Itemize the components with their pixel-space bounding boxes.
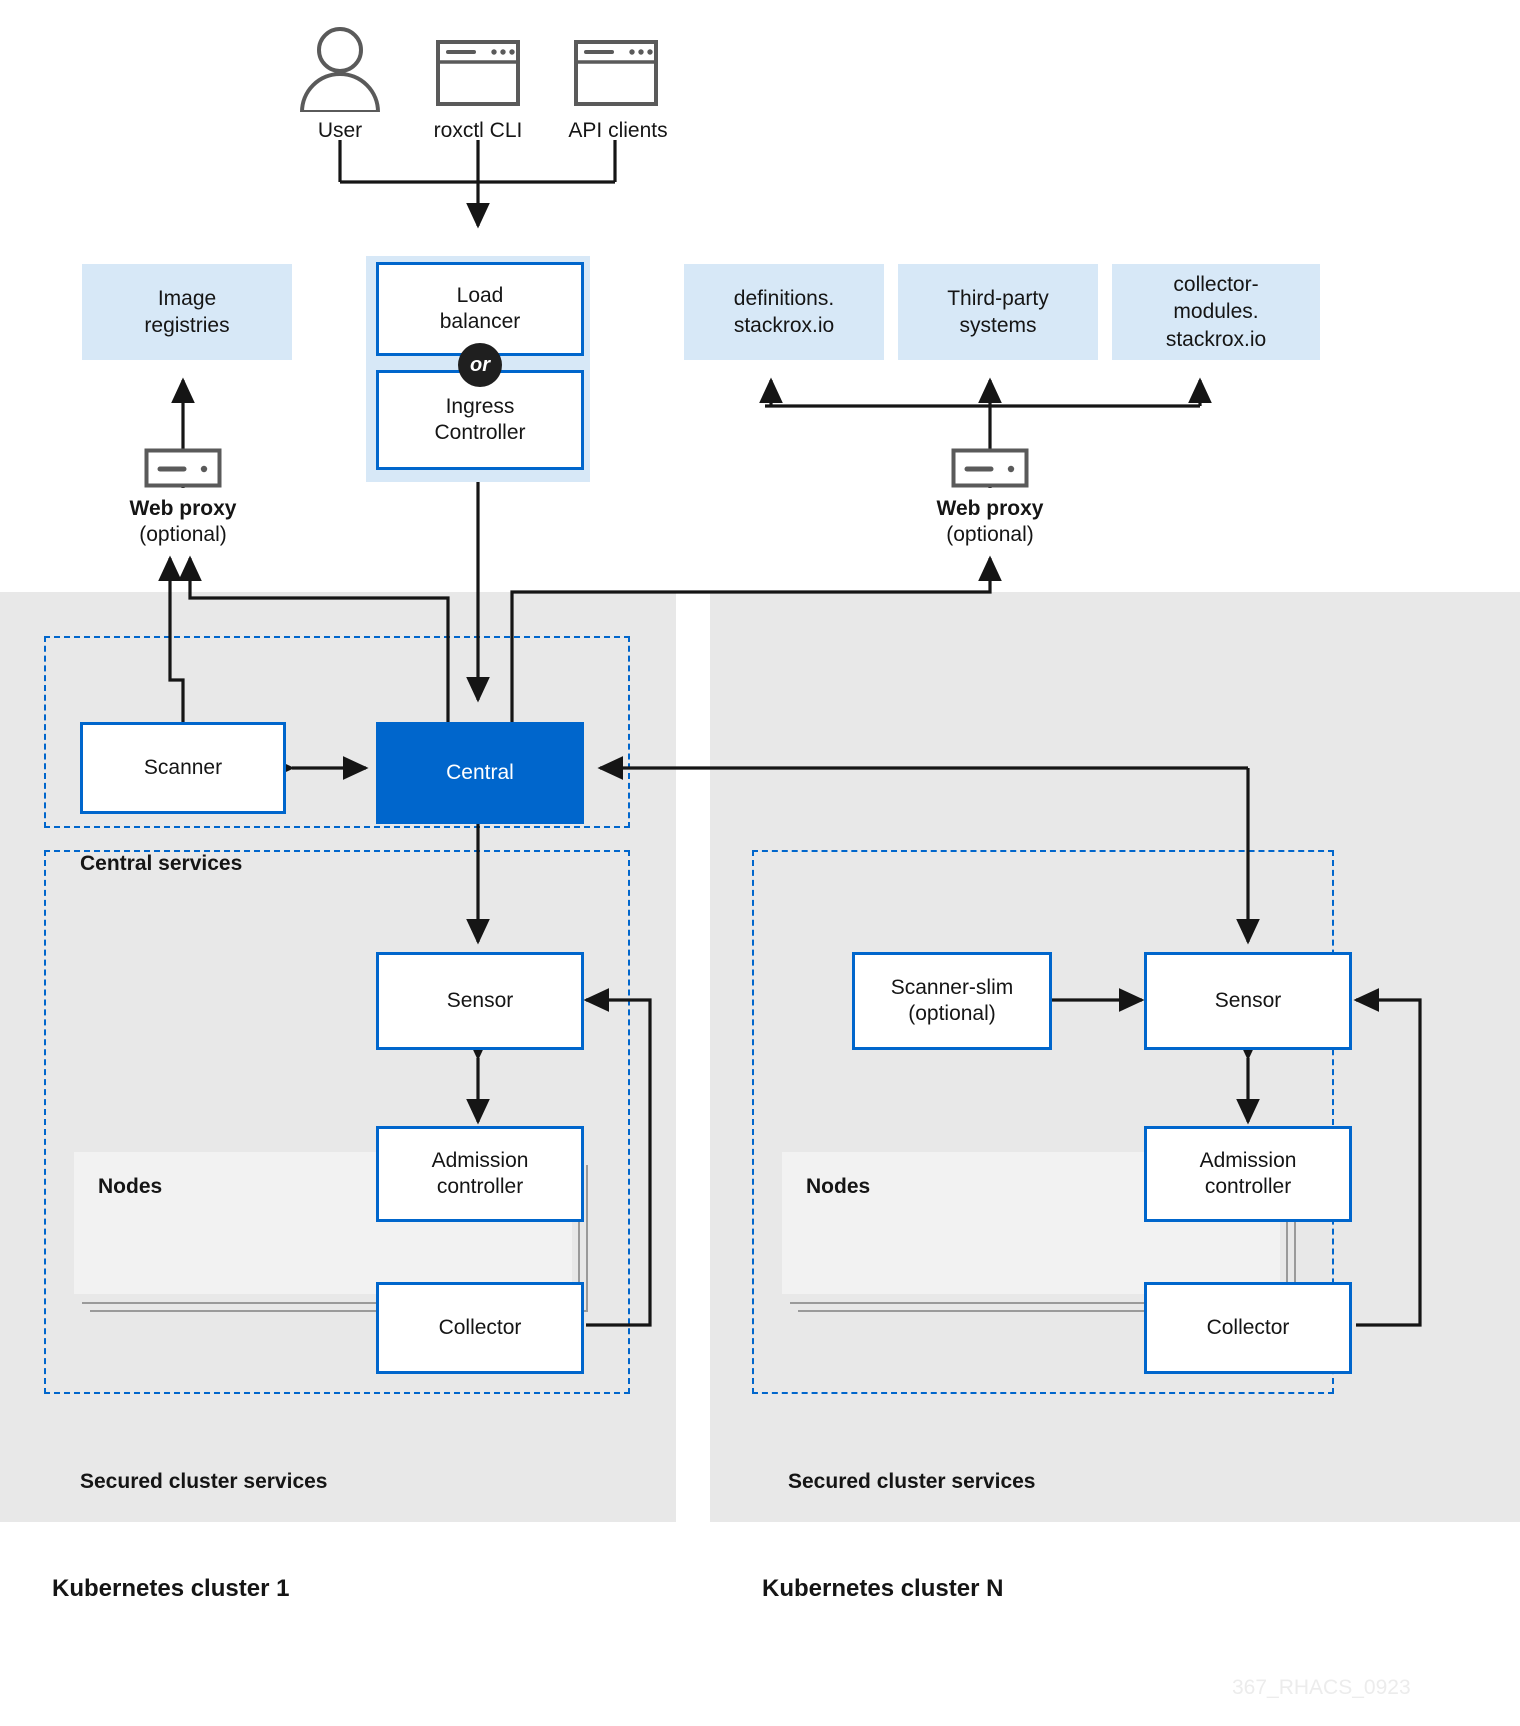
image-registries-box[interactable]: Image registries [82, 264, 292, 360]
image-registries-label-line1: Image [157, 286, 217, 310]
scanner-label: Scanner [143, 755, 223, 779]
admission-controller-box-n[interactable]: Admission controller [1144, 1126, 1352, 1222]
web-proxy-left-line2: (optional) [139, 523, 227, 547]
definitions-label-line2: stackrox.io [733, 314, 835, 337]
scanner-box[interactable]: Scanner [80, 722, 286, 814]
actor-label-api-clients: API clients [568, 119, 668, 142]
actor-label-roxctl: roxctl CLI [433, 119, 523, 142]
nodes-stack-shadow-na [790, 1302, 1288, 1304]
nodes-label-1: Nodes [98, 1175, 163, 1198]
nodes-stack-shadow-1b-v [586, 1165, 588, 1312]
web-proxy-left-line1: Web proxy [129, 497, 237, 520]
secured-cluster-services-label-n: Secured cluster services [788, 1470, 1036, 1493]
load-balancer-label-line1: Load [456, 283, 504, 307]
collector-box-n[interactable]: Collector [1144, 1282, 1352, 1374]
ingress-controller-label-line2: Controller [434, 421, 526, 444]
central-box[interactable]: Central [376, 722, 584, 824]
actor-label-user: User [317, 119, 363, 142]
web-proxy-icon-right [951, 448, 1029, 488]
admission-controller-label-1-line2: controller [436, 1175, 524, 1198]
collector-label-1: Collector [438, 1315, 522, 1339]
nodes-stack-shadow-1b [90, 1310, 588, 1312]
nodes-stack-shadow-nb-v [1294, 1165, 1296, 1312]
user-icon [299, 27, 381, 112]
kubernetes-cluster-label-1: Kubernetes cluster 1 [52, 1575, 290, 1602]
load-balancer-box[interactable]: Load balancer [376, 262, 584, 356]
definitions-label-line1: definitions. [733, 286, 835, 310]
third-party-label-line2: systems [959, 314, 1037, 337]
web-proxy-right-line1: Web proxy [936, 497, 1044, 520]
admission-controller-box-1[interactable]: Admission controller [376, 1126, 584, 1222]
admission-controller-label-n-line2: controller [1204, 1175, 1292, 1198]
nodes-stack-shadow-nb [798, 1310, 1296, 1312]
sensor-box-n[interactable]: Sensor [1144, 952, 1352, 1050]
nodes-stack-shadow-1a [82, 1302, 580, 1304]
image-registries-label-line2: registries [144, 314, 230, 337]
secured-cluster-services-label-1: Secured cluster services [80, 1470, 328, 1493]
collector-modules-label-line2: modules. [1173, 300, 1259, 324]
collector-label-n: Collector [1206, 1315, 1290, 1339]
collector-modules-box[interactable]: collector- modules. stackrox.io [1112, 264, 1320, 360]
nodes-stack-shadow-1a-v [578, 1160, 580, 1303]
definitions-stackrox-box[interactable]: definitions. stackrox.io [684, 264, 884, 360]
page-title: Red Hat Advanced Cluster Security archit… [0, 21, 1, 22]
kubernetes-cluster-label-n: Kubernetes cluster N [762, 1575, 1004, 1602]
sensor-label-1: Sensor [446, 988, 514, 1012]
nodes-stack-shadow-na-v [1286, 1160, 1288, 1303]
scanner-slim-label-n-line2: (optional) [908, 1002, 996, 1025]
sensor-label-n: Sensor [1214, 988, 1282, 1012]
third-party-label-line1: Third-party [947, 286, 1049, 310]
admission-controller-label-n-line1: Admission [1199, 1148, 1297, 1172]
scanner-slim-label-n-line1: Scanner-slim [890, 975, 1014, 999]
scanner-slim-box-n[interactable]: Scanner-slim (optional) [852, 952, 1052, 1050]
web-proxy-caption-left: Web proxy (optional) [100, 496, 266, 549]
collector-modules-label-line3: stackrox.io [1165, 327, 1267, 351]
web-proxy-icon-left [144, 448, 222, 488]
collector-modules-label-line1: collector- [1173, 273, 1259, 297]
nodes-label-n: Nodes [806, 1175, 871, 1198]
ingress-controller-label-line1: Ingress [445, 394, 515, 418]
third-party-systems-box[interactable]: Third-party systems [898, 264, 1098, 360]
watermark: 367_RHACS_0923 [1232, 1676, 1411, 1699]
central-label: Central [446, 760, 514, 784]
sensor-box-1[interactable]: Sensor [376, 952, 584, 1050]
collector-box-1[interactable]: Collector [376, 1282, 584, 1374]
terminal-window-icon-api [574, 40, 658, 106]
ingress-controller-box[interactable]: Ingress Controller [376, 370, 584, 470]
admission-controller-label-1-line1: Admission [431, 1148, 529, 1172]
web-proxy-caption-right: Web proxy (optional) [907, 496, 1073, 549]
secured-cluster-services-group-n [752, 850, 1334, 1394]
terminal-window-icon-roxctl [436, 40, 520, 106]
central-services-label: Central services [80, 852, 243, 875]
or-badge: or [458, 343, 502, 387]
web-proxy-right-line2: (optional) [946, 523, 1034, 547]
load-balancer-label-line2: balancer [439, 310, 521, 333]
